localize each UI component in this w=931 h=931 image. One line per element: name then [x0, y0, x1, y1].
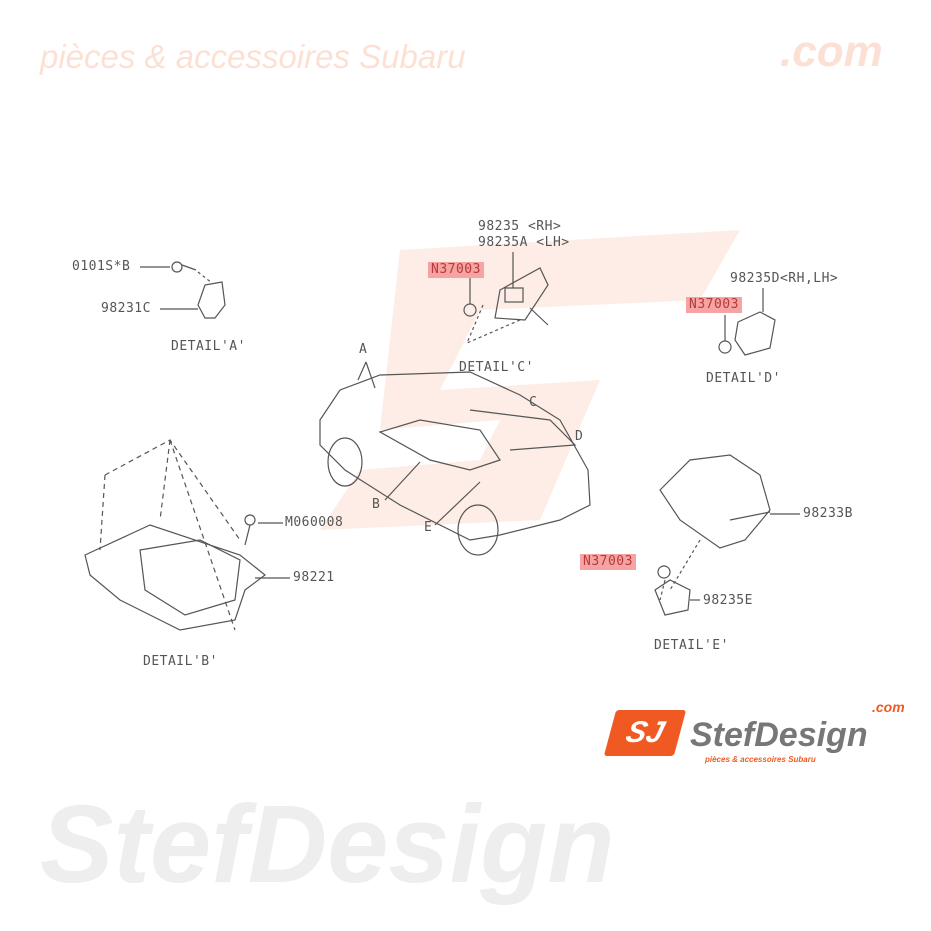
watermark-brand: StefDesign — [40, 783, 615, 906]
watermark-tagline: pièces & accessoires Subaru — [40, 38, 466, 75]
stefdesign-logo: SJ StefDesign .com pièces & accessoires … — [603, 699, 920, 770]
detail-e-title: DETAIL'E' — [654, 638, 729, 653]
control-unit-98221-drawing — [84, 439, 290, 631]
car-marker-d: D — [575, 429, 584, 444]
watermark-domain: .com — [780, 27, 883, 76]
sensor-98235e-drawing — [654, 454, 800, 616]
part-label-98233b: 98233B — [803, 506, 853, 521]
part-label-98235e: 98235E — [703, 593, 753, 608]
sensor-98235d-drawing — [718, 288, 776, 356]
logo-domain: .com — [872, 699, 905, 715]
car-marker-b: B — [372, 497, 381, 512]
car-marker-c: C — [529, 395, 538, 410]
logo-tagline: pièces & accessoires Subaru — [705, 755, 816, 764]
detail-d-title: DETAIL'D' — [706, 371, 781, 386]
part-label-98231c: 98231C — [101, 301, 151, 316]
detail-a-title: DETAIL'A' — [171, 339, 246, 354]
part-label-98235-rh: 98235 <RH> — [478, 219, 562, 234]
detail-b-title: DETAIL'B' — [143, 654, 218, 669]
part-label-n37003-e: N37003 — [580, 554, 636, 570]
part-label-98235d: 98235D<RH,LH> — [730, 271, 839, 286]
part-label-98235a-lh: 98235A <LH> — [478, 235, 570, 250]
detail-c-title: DETAIL'C' — [459, 360, 534, 375]
part-label-m060008: M060008 — [285, 515, 344, 530]
logo-brand: StefDesign — [690, 716, 868, 754]
logo-mark-text: SJ — [622, 716, 668, 749]
sensor-98235-drawing — [463, 252, 549, 345]
part-label-98221: 98221 — [293, 570, 335, 585]
car-drawing — [319, 361, 591, 556]
logo-mark: SJ — [603, 710, 687, 756]
sensor-98231c-drawing — [140, 261, 226, 319]
car-marker-e: E — [424, 520, 433, 535]
part-label-n37003-c: N37003 — [428, 262, 484, 278]
car-marker-a: A — [359, 342, 368, 357]
part-label-n37003-d: N37003 — [686, 297, 742, 313]
part-label-0101s-b: 0101S*B — [72, 259, 131, 274]
